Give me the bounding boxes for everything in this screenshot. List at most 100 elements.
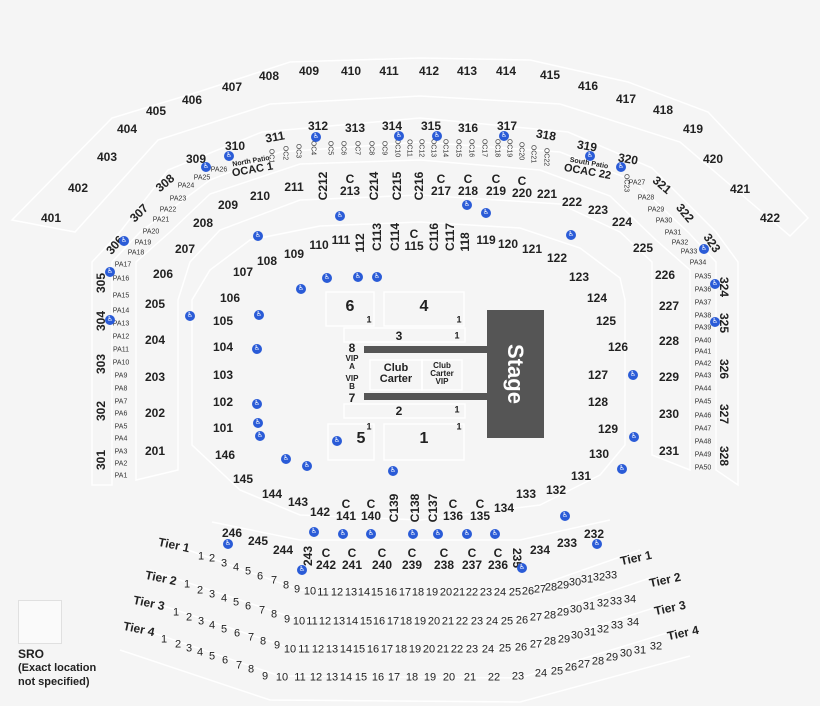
club-carter-section[interactable]: Club Carter [379, 362, 413, 385]
tier-3-section-2[interactable]: 2 [185, 611, 193, 624]
section-311[interactable]: 311 [264, 128, 286, 146]
tier-1-section-31[interactable]: 31 [580, 573, 594, 586]
tier-1-section-4[interactable]: 4 [232, 561, 240, 574]
tier-4-section-11[interactable]: 11 [294, 671, 306, 684]
tier-2-section-33[interactable]: 33 [609, 595, 623, 608]
section-318[interactable]: 318 [534, 126, 558, 144]
club-carter-vip-section[interactable]: Club Carter VIP [430, 361, 454, 386]
patio-seat-PA48[interactable]: PA48 [694, 438, 712, 446]
patio-seat-PA13[interactable]: PA13 [112, 320, 130, 328]
section-422[interactable]: 422 [759, 211, 781, 225]
tier-3-section-5[interactable]: 5 [220, 623, 228, 636]
tier-3-section-30[interactable]: 30 [570, 629, 584, 642]
tier-1-section-30[interactable]: 30 [568, 576, 582, 589]
tier-4-section-5[interactable]: 5 [208, 650, 216, 663]
tier-3-section-13[interactable]: 13 [325, 643, 339, 656]
tier-2-section-9[interactable]: 9 [283, 613, 291, 626]
section-122[interactable]: 122 [546, 251, 568, 265]
section-402[interactable]: 402 [67, 181, 89, 195]
section-121[interactable]: 121 [521, 242, 543, 256]
floor-section-8[interactable]: 8 [348, 341, 356, 355]
tier-3-section-23[interactable]: 23 [465, 643, 479, 656]
section-128[interactable]: 128 [587, 395, 609, 409]
section-414[interactable]: 414 [495, 64, 517, 78]
tier-4-section-24[interactable]: 24 [534, 667, 548, 680]
patio-seat-PA29[interactable]: PA29 [647, 206, 665, 214]
section-C138[interactable]: C138 [408, 493, 422, 523]
tier-4-section-28[interactable]: 28 [591, 655, 605, 668]
vip-b-section[interactable]: VIP B [345, 374, 359, 391]
club-seat-OC12[interactable]: OC12 [417, 138, 425, 158]
patio-seat-PA17[interactable]: PA17 [114, 261, 132, 269]
tier-1-section-24[interactable]: 24 [493, 586, 507, 599]
tier-2-section-4[interactable]: 4 [220, 592, 228, 605]
tier-3-section-31[interactable]: 31 [583, 626, 597, 639]
patio-seat-PA33[interactable]: PA33 [680, 248, 698, 256]
section-407[interactable]: 407 [221, 80, 243, 94]
section-C114[interactable]: C114 [388, 222, 402, 252]
tier-2-section-21[interactable]: 21 [441, 615, 455, 628]
section-C212[interactable]: C212 [316, 171, 330, 201]
tier-1-section-29[interactable]: 29 [556, 579, 570, 592]
tier-1-section-3[interactable]: 3 [220, 557, 228, 570]
section-205[interactable]: 205 [144, 297, 166, 311]
tier-4-section-4[interactable]: 4 [196, 646, 204, 659]
section-C117[interactable]: C117 [443, 222, 457, 252]
section-243[interactable]: 243 [301, 545, 315, 567]
section-202[interactable]: 202 [144, 406, 166, 420]
tier-4-section-8[interactable]: 8 [247, 663, 255, 676]
patio-seat-PA8[interactable]: PA8 [114, 385, 128, 393]
tier-2-section-24[interactable]: 24 [485, 615, 499, 628]
tier-2-section-31[interactable]: 31 [582, 600, 596, 613]
section-142[interactable]: 142 [309, 505, 331, 519]
section-118[interactable]: 118 [458, 232, 472, 252]
patio-seat-PA25[interactable]: PA25 [193, 174, 211, 182]
section-312[interactable]: 312 [307, 119, 329, 133]
section-301[interactable]: 301 [94, 449, 108, 471]
tier-2-section-26[interactable]: 26 [515, 614, 529, 627]
section-209[interactable]: 209 [217, 198, 239, 212]
section-132[interactable]: 132 [545, 483, 567, 497]
tier-1-section-10[interactable]: 10 [303, 585, 317, 598]
tier-1-section-21[interactable]: 21 [452, 586, 466, 599]
section-411[interactable]: 411 [379, 64, 399, 78]
section-204[interactable]: 204 [144, 333, 166, 347]
tier-4-section-25[interactable]: 25 [550, 665, 564, 678]
section-315[interactable]: 315 [420, 119, 442, 133]
section-208[interactable]: 208 [192, 216, 214, 230]
tier-3-section-34[interactable]: 34 [626, 616, 640, 629]
section-401[interactable]: 401 [40, 211, 62, 225]
tier-4-section-15[interactable]: 15 [354, 671, 368, 684]
tier-4-section-1[interactable]: 1 [160, 633, 168, 646]
section-421[interactable]: 421 [729, 182, 751, 196]
tier-1-section-20[interactable]: 20 [439, 586, 453, 599]
tier-3-section-22[interactable]: 22 [450, 643, 464, 656]
section-221[interactable]: 221 [536, 187, 558, 201]
tier-3-section-1[interactable]: 1 [172, 606, 180, 619]
section-C216[interactable]: C216 [412, 171, 426, 201]
tier-3-section-19[interactable]: 19 [408, 643, 422, 656]
section-412[interactable]: 412 [418, 64, 440, 78]
club-seat-OC6[interactable]: OC6 [339, 140, 347, 156]
section-207[interactable]: 207 [174, 242, 196, 256]
patio-seat-PA18[interactable]: PA18 [127, 249, 145, 257]
section-C214[interactable]: C214 [367, 171, 381, 201]
tier-3-section-7[interactable]: 7 [247, 631, 255, 644]
patio-seat-PA49[interactable]: PA49 [694, 451, 712, 459]
patio-seat-PA10[interactable]: PA10 [112, 359, 130, 367]
tier-1-section-1[interactable]: 1 [197, 550, 205, 563]
section-223[interactable]: 223 [587, 203, 609, 217]
tier-2-section-27[interactable]: 27 [529, 611, 543, 624]
section-C215[interactable]: C215 [390, 171, 404, 201]
tier-1-section-26[interactable]: 26 [521, 585, 535, 598]
tier-3-section-17[interactable]: 17 [380, 643, 394, 656]
section-229[interactable]: 229 [658, 370, 680, 384]
patio-seat-PA12[interactable]: PA12 [112, 333, 130, 341]
tier-3-section-15[interactable]: 15 [352, 643, 366, 656]
section-131[interactable]: 131 [570, 469, 592, 483]
club-seat-OC5[interactable]: OC5 [326, 140, 334, 156]
